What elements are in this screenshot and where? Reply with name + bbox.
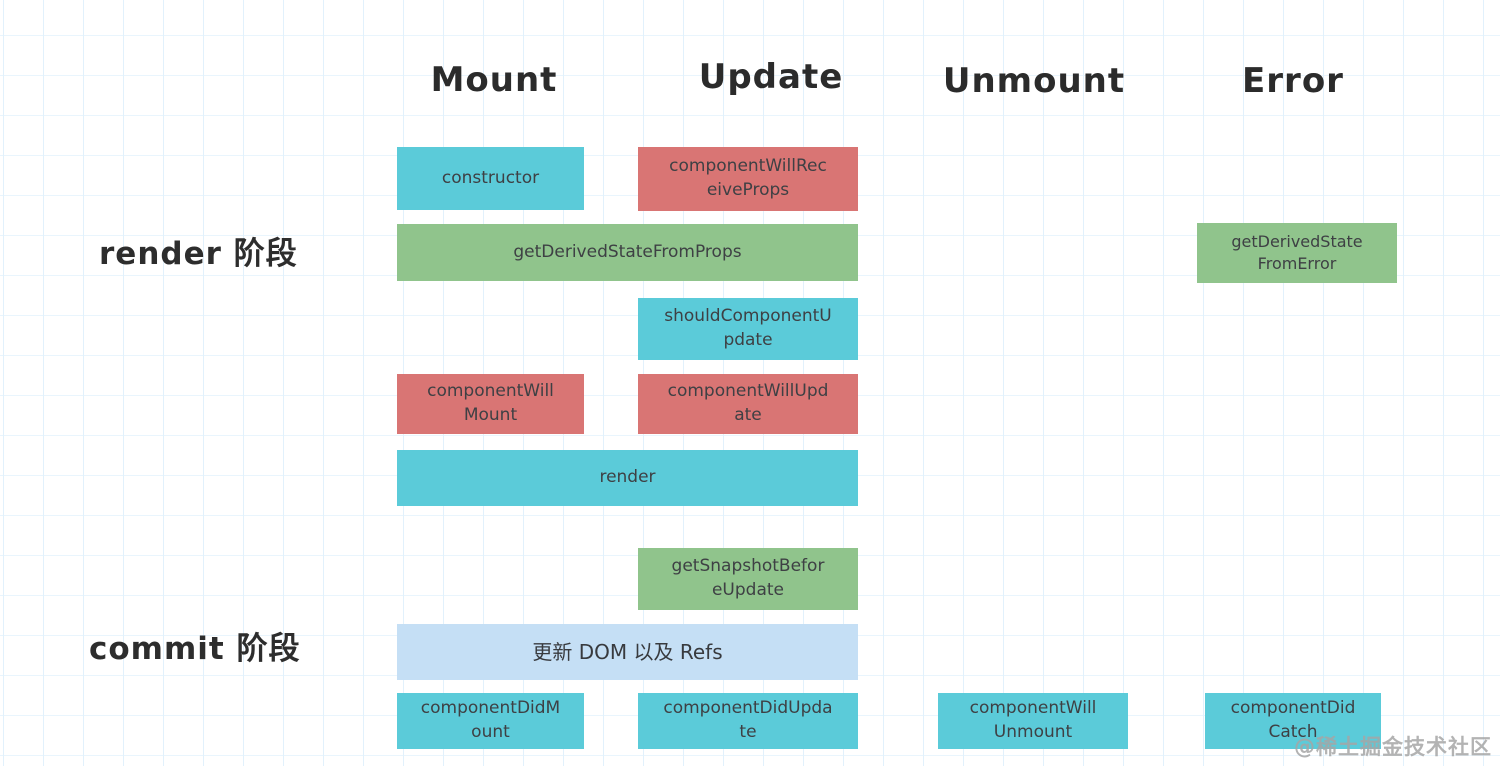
lifecycle-box-componentdidupdate: componentDidUpda te — [638, 693, 858, 749]
lifecycle-box-update-dom-and-refs: 更新 DOM 以及 Refs — [397, 624, 858, 680]
lifecycle-box-componentdidmount: componentDidM ount — [397, 693, 584, 749]
column-header-unmount: Unmount — [942, 61, 1126, 101]
lifecycle-box-componentwillreceiveprops: componentWillRec eiveProps — [638, 147, 858, 211]
lifecycle-box-shouldcomponentupdate: shouldComponentU pdate — [638, 298, 858, 360]
column-header-update: Update — [698, 57, 844, 97]
lifecycle-box-componentwillupdate: componentWillUpd ate — [638, 374, 858, 434]
column-header-mount: Mount — [430, 60, 558, 100]
row-label-render-phase: render 阶段 — [99, 236, 298, 272]
lifecycle-box-componentdidcatch: componentDid Catch — [1205, 693, 1381, 749]
column-header-error: Error — [1242, 61, 1344, 101]
watermark: @稀土掘金技术社区 — [1294, 735, 1492, 759]
lifecycle-box-getderivedstatefromprops: getDerivedStateFromProps — [397, 224, 858, 281]
lifecycle-box-getderivedstatefromerror: getDerivedState FromError — [1197, 223, 1397, 283]
lifecycle-box-constructor: constructor — [397, 147, 584, 210]
row-label-commit-phase: commit 阶段 — [89, 631, 301, 667]
lifecycle-box-componentwillunmount: componentWill Unmount — [938, 693, 1128, 749]
lifecycle-box-render: render — [397, 450, 858, 506]
lifecycle-box-getsnapshotbeforeupdate: getSnapshotBefor eUpdate — [638, 548, 858, 610]
lifecycle-box-componentwillmount: componentWill Mount — [397, 374, 584, 434]
